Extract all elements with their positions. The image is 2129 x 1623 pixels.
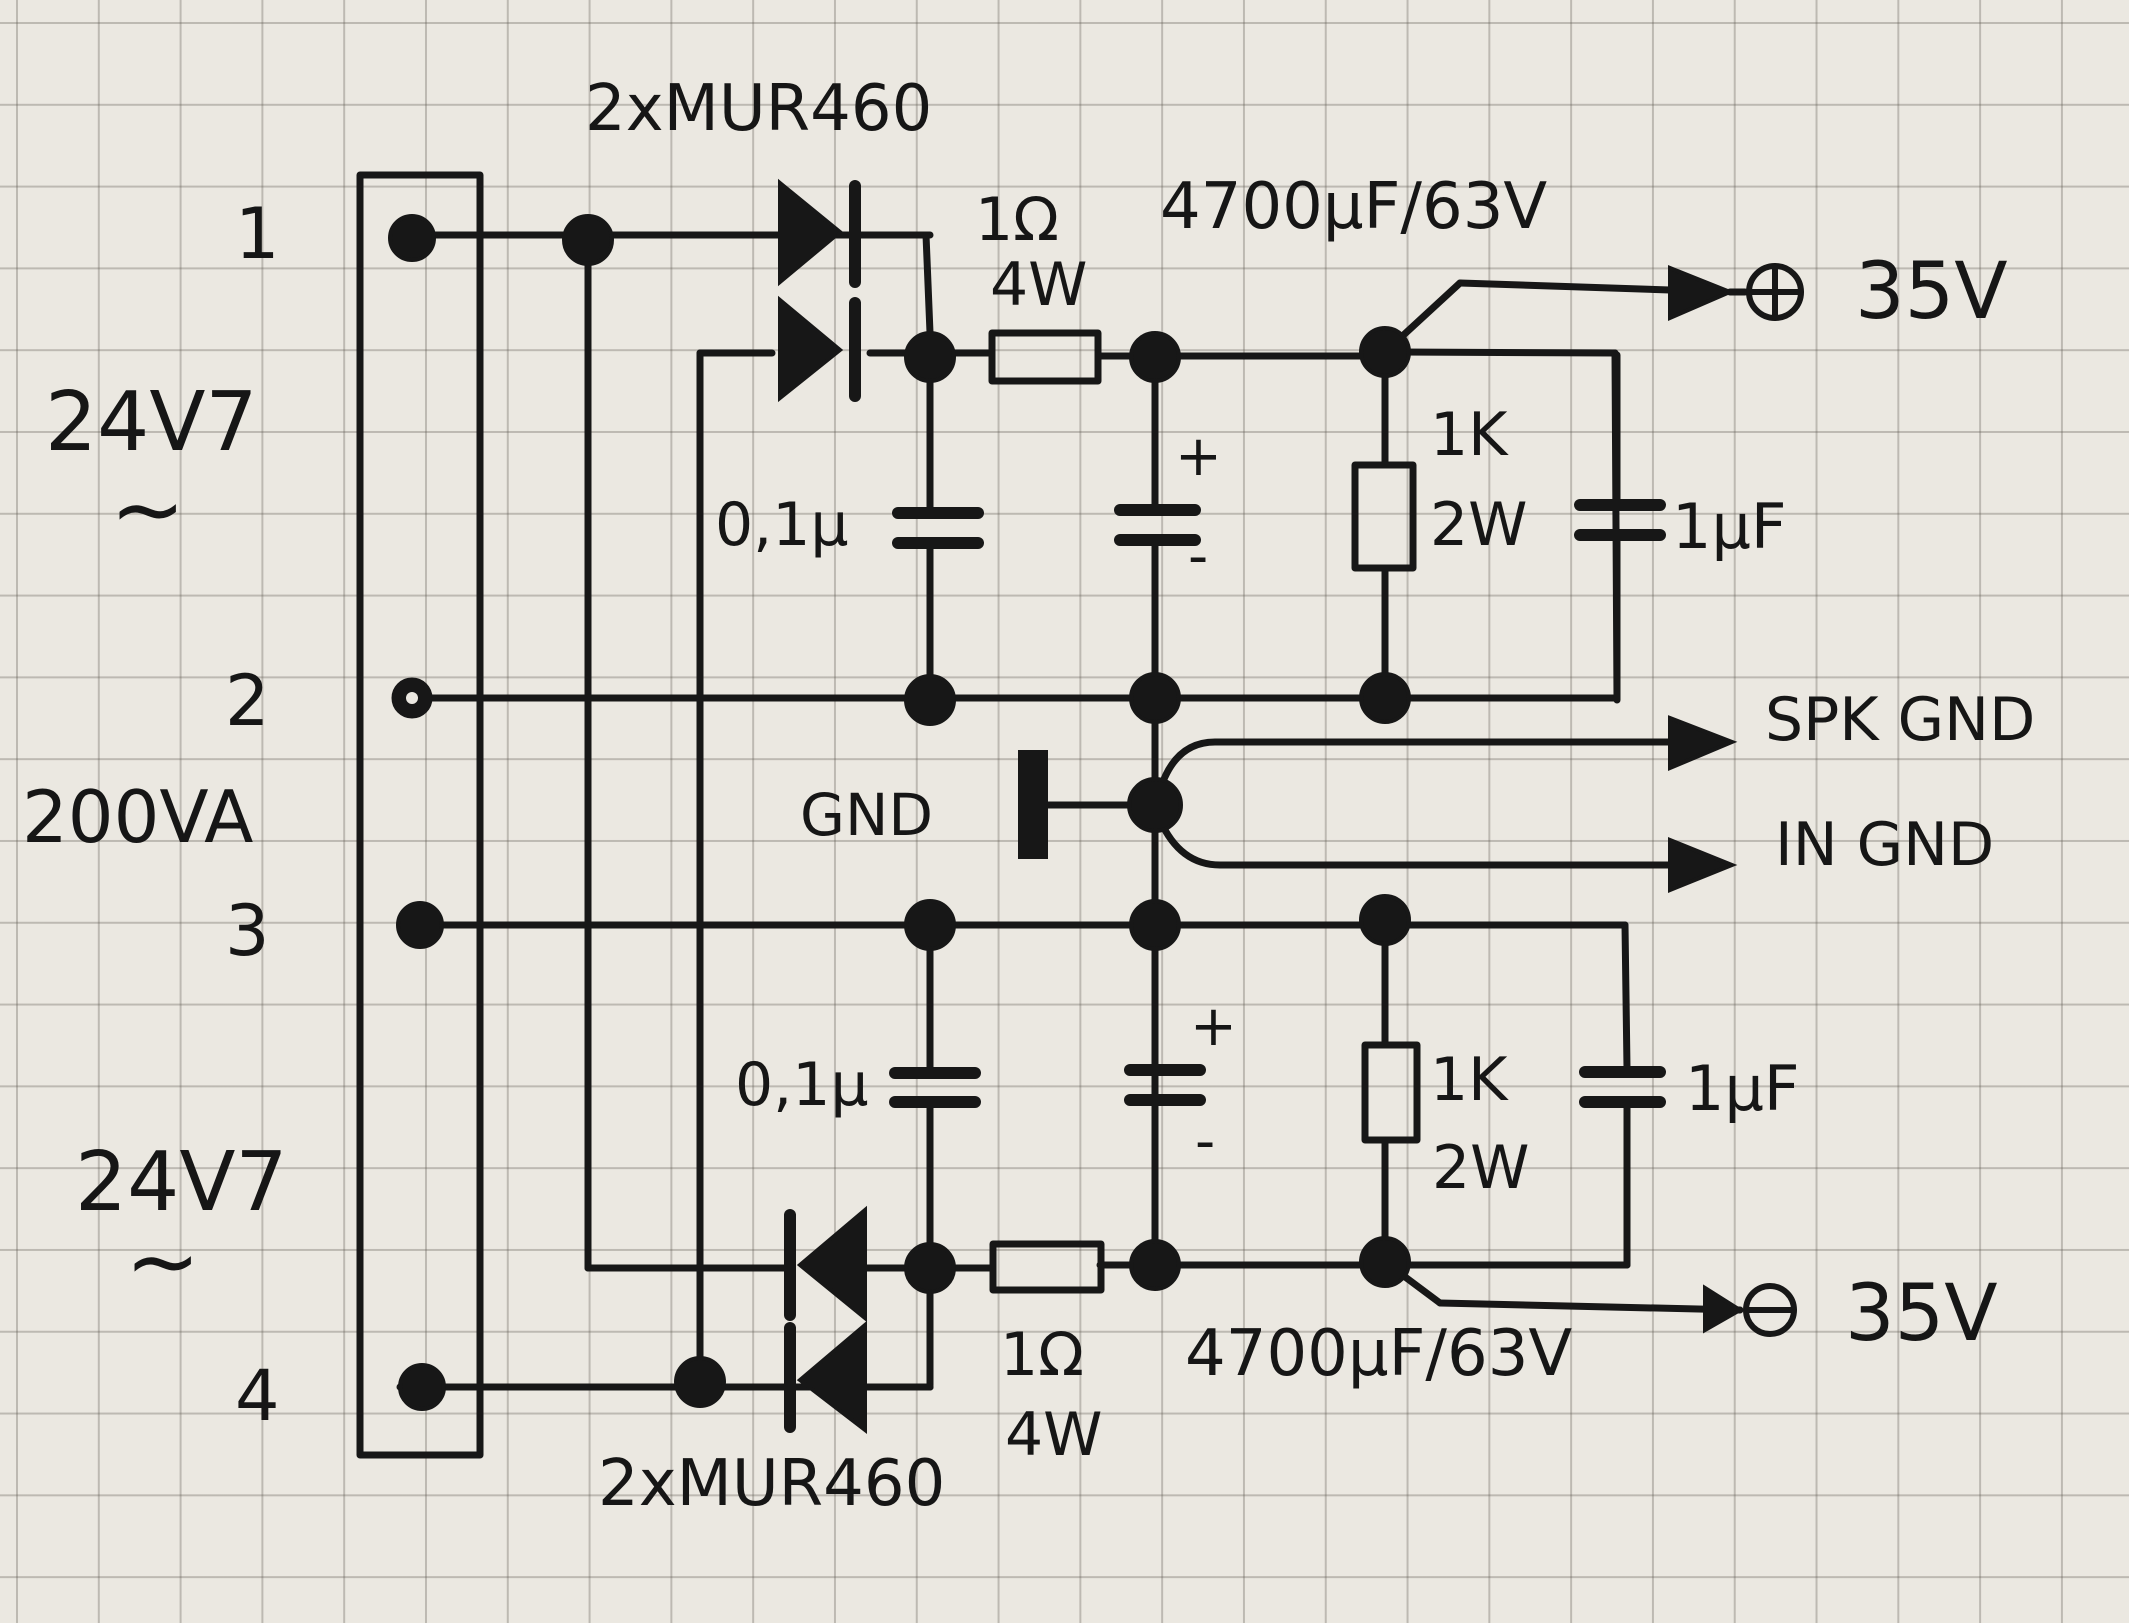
bleeder-top-value: 1K xyxy=(1430,400,1509,470)
capacitors xyxy=(889,499,1666,1108)
transformer-rating: 200VA xyxy=(22,775,253,859)
arrow-in-gnd xyxy=(1668,837,1738,893)
arrow-pos-35v xyxy=(1668,265,1736,322)
gnd-label: GND xyxy=(800,781,933,849)
spk-gnd-label: SPK GND xyxy=(1765,685,2035,755)
secondary-voltage-bottom: 24V7 xyxy=(75,1135,288,1230)
terminal-label-4: 4 xyxy=(235,1355,280,1437)
arrows xyxy=(1668,265,1749,1334)
diode-d3 xyxy=(796,1205,867,1323)
bleeder-resistor-top xyxy=(1351,461,1417,572)
secondary-voltage-top: 24V7 xyxy=(45,375,258,470)
output-terminal-negative xyxy=(1743,1283,1797,1337)
resistor-top-1ohm xyxy=(988,329,1102,385)
ground-plate xyxy=(1018,750,1048,859)
diode-d2 xyxy=(778,295,844,403)
transformer xyxy=(356,171,484,1459)
junctions xyxy=(562,214,1411,1408)
resistor-top-power: 4W xyxy=(990,250,1088,320)
diode-d1 xyxy=(778,178,844,287)
ac-symbol-top: ~ xyxy=(110,457,185,562)
arrow-neg-35v xyxy=(1703,1284,1744,1334)
wires xyxy=(396,231,1744,1391)
bleeder-resistor-bottom xyxy=(1361,1041,1421,1144)
output-positive-label: 35V xyxy=(1855,247,2008,337)
cap-main-top-label: 4700μF/63V xyxy=(1160,170,1547,244)
cap-small-bottom-label: 0,1μ xyxy=(735,1050,869,1120)
resistor-bottom-value: 1Ω xyxy=(1000,1320,1084,1390)
transformer-terminal-block xyxy=(356,171,484,1459)
output-terminal-positive xyxy=(1746,263,1804,321)
ac-symbol-bottom: ~ xyxy=(125,1209,200,1314)
terminal-label-2: 2 xyxy=(225,660,270,742)
cap-main-top-plus: + xyxy=(1175,424,1222,489)
bleeder-bottom-value: 1K xyxy=(1430,1045,1509,1115)
diodes-top-label: 2xMUR460 xyxy=(585,72,932,146)
cap-main-bottom-label: 4700μF/63V xyxy=(1185,1317,1572,1391)
bleeder-top-power: 2W xyxy=(1430,490,1528,560)
resistor-bottom-1ohm xyxy=(989,1240,1105,1294)
cap-small-top-label: 0,1μ xyxy=(715,490,849,560)
terminal-label-1: 1 xyxy=(235,193,280,275)
bleeder-bottom-power: 2W xyxy=(1432,1133,1530,1203)
cap-film-bottom-label: 1μF xyxy=(1685,1052,1800,1125)
diode-d4 xyxy=(796,1320,867,1435)
diodes-bottom-label: 2xMUR460 xyxy=(598,1447,945,1521)
diodes-bottom xyxy=(784,1205,867,1435)
in-gnd-label: IN GND xyxy=(1775,810,1994,880)
resistor-top-value: 1Ω xyxy=(975,185,1059,255)
cap-main-top-minus: - xyxy=(1188,524,1208,589)
arrow-spk-gnd xyxy=(1668,715,1738,772)
resistor-bottom-power: 4W xyxy=(1005,1400,1103,1470)
terminal-label-3: 3 xyxy=(225,890,270,972)
terminal-1 xyxy=(388,214,436,262)
cap-film-top-label: 1μF xyxy=(1672,490,1787,563)
terminal-3 xyxy=(396,901,444,949)
cap-main-bottom-plus: + xyxy=(1190,994,1237,1059)
terminal-4 xyxy=(398,1363,446,1411)
cap-main-bottom-minus: - xyxy=(1195,1109,1215,1174)
output-negative-label: 35V xyxy=(1845,1269,1998,1359)
diodes-top xyxy=(778,178,934,403)
